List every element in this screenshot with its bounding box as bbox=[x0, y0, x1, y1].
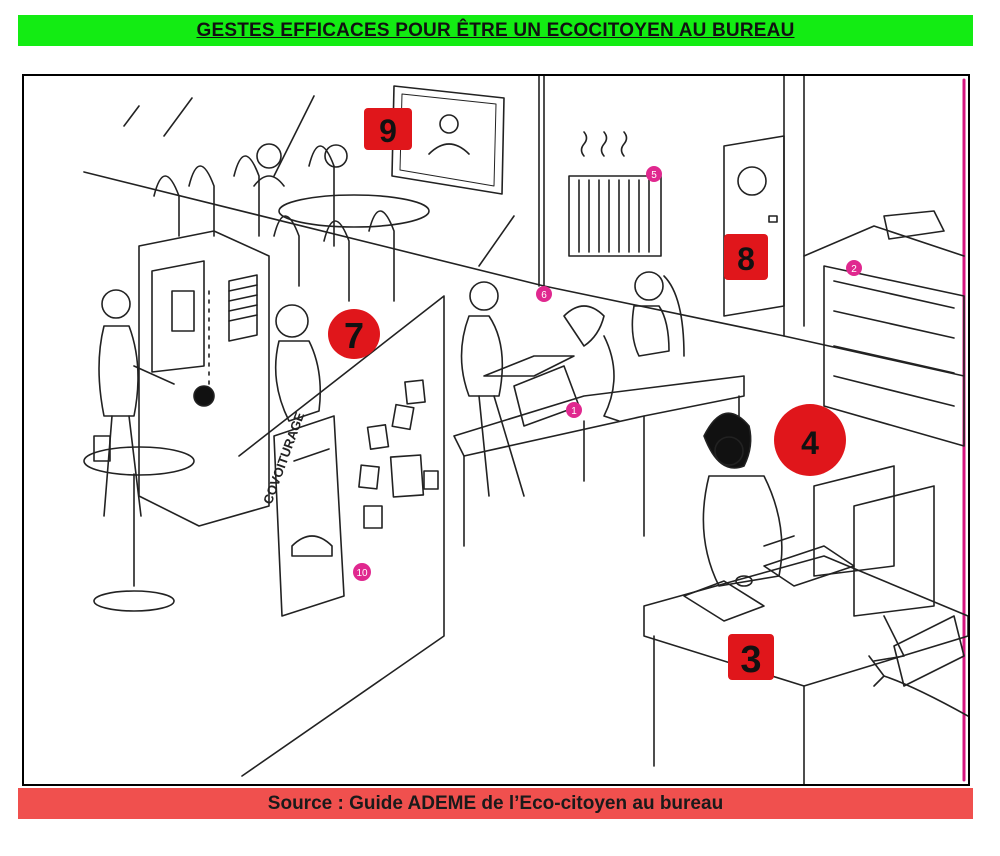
background-strokes bbox=[123, 95, 515, 267]
bar-table bbox=[83, 435, 195, 612]
marker-4: 4 bbox=[774, 404, 846, 476]
office-scene-drawing: COVOITURAGE bbox=[83, 76, 968, 784]
title-banner: GESTES EFFICACES POUR ÊTRE UN ECOCITOYEN… bbox=[18, 15, 973, 46]
marker-2: 2 bbox=[846, 260, 862, 276]
coffee-vending-machine bbox=[138, 230, 270, 527]
man-with-laptop bbox=[460, 281, 580, 497]
office-illustration: COVOITURAGE bbox=[22, 74, 970, 786]
foreground-desk bbox=[643, 555, 968, 784]
restroom-door bbox=[723, 135, 785, 317]
marker-5-label: 5 bbox=[651, 170, 657, 181]
marker-6-label: 6 bbox=[541, 290, 547, 301]
woman-at-computer bbox=[702, 412, 795, 587]
marker-3: 3 bbox=[728, 634, 774, 681]
woman-background-desk bbox=[631, 271, 685, 357]
photocopier bbox=[803, 210, 965, 447]
marker-8-label: 8 bbox=[737, 241, 755, 277]
marker-1: 1 bbox=[566, 402, 582, 418]
source-caption: Source : Guide ADEME de l’Eco-citoyen au… bbox=[267, 792, 724, 814]
meeting-table-area bbox=[153, 143, 430, 302]
radiator bbox=[568, 131, 662, 257]
marker-1-label: 1 bbox=[571, 406, 577, 417]
back-wall bbox=[83, 76, 965, 377]
page-title: GESTES EFFICACES POUR ÊTRE UN ECOCITOYEN… bbox=[196, 19, 795, 41]
man-at-coffee-machine bbox=[98, 289, 175, 517]
marker-4-label: 4 bbox=[801, 425, 819, 461]
foreground-person-arm bbox=[868, 655, 968, 717]
marker-10-label: 10 bbox=[356, 568, 368, 579]
carpool-poster-text: COVOITURAGE bbox=[260, 410, 307, 506]
marker-7: 7 bbox=[328, 309, 380, 359]
marker-3-label: 3 bbox=[740, 639, 761, 681]
computer-monitors bbox=[763, 465, 965, 687]
marker-10: 10 bbox=[353, 563, 371, 581]
marker-8: 8 bbox=[724, 234, 768, 280]
partition-board bbox=[238, 295, 445, 777]
marker-7-label: 7 bbox=[344, 315, 364, 356]
marker-2-label: 2 bbox=[851, 264, 857, 275]
woman-behind-partition bbox=[274, 304, 322, 422]
marker-6: 6 bbox=[536, 286, 552, 302]
source-banner: Source : Guide ADEME de l’Eco-citoyen au… bbox=[18, 788, 973, 819]
marker-5: 5 bbox=[646, 166, 662, 182]
central-desks bbox=[453, 305, 745, 547]
marker-9-label: 9 bbox=[379, 113, 397, 149]
marker-9: 9 bbox=[364, 108, 412, 150]
